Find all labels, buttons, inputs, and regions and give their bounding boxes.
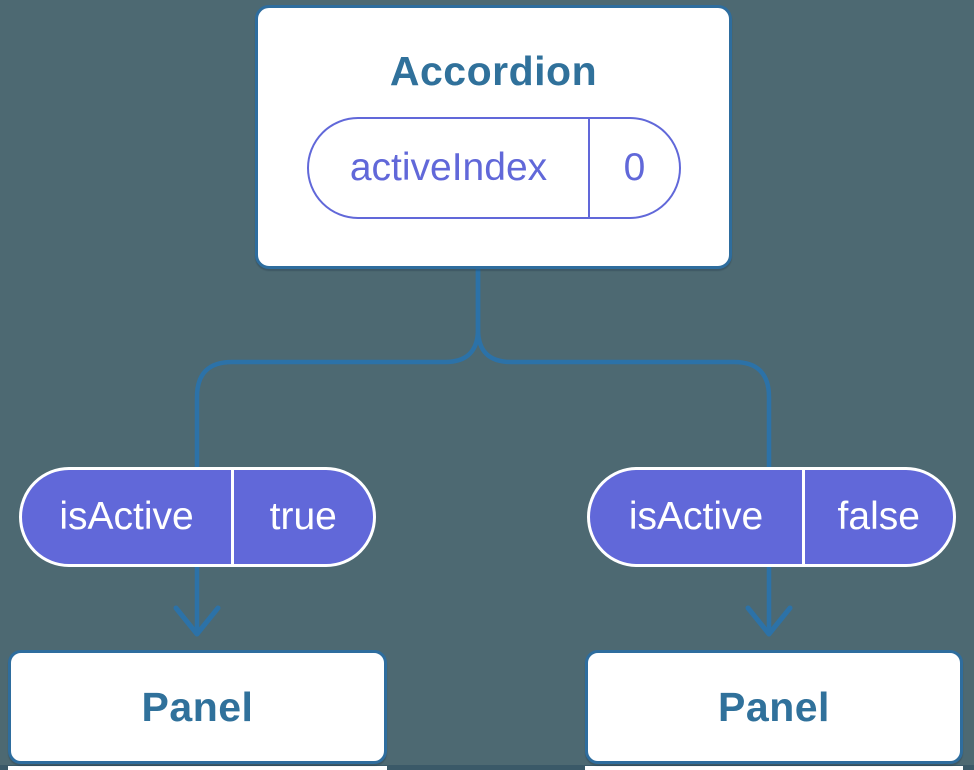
- prop-pill-value: false: [837, 495, 920, 538]
- accordion-title: Accordion: [389, 48, 598, 94]
- prop-pill-divider: [231, 470, 234, 564]
- accordion-node: Accordion activeIndex 0: [255, 5, 732, 269]
- panel-node-right: Panel: [585, 650, 963, 764]
- prop-pill-divider: [802, 470, 805, 564]
- connector-right-branch: [475, 265, 772, 635]
- next-row-card-sliver-left: [8, 766, 387, 770]
- state-pill-value: 0: [623, 146, 646, 189]
- arrowhead-left-icon: [173, 605, 221, 637]
- panel-node-left: Panel: [8, 650, 387, 764]
- prop-pill-left: isActive true: [19, 467, 376, 567]
- state-pill-name: activeIndex: [349, 146, 548, 189]
- arrowhead-right-icon: [745, 605, 793, 637]
- prop-pill-right: isActive false: [587, 467, 956, 567]
- state-pill-divider: [588, 119, 590, 217]
- connector-left-branch: [194, 265, 481, 635]
- next-row-card-sliver-right: [585, 766, 963, 770]
- panel-node-label: Panel: [141, 683, 254, 730]
- panel-node-label: Panel: [718, 683, 830, 730]
- prop-pill-value: true: [269, 495, 337, 538]
- bottom-edge-bar: [0, 765, 974, 770]
- state-pill: activeIndex 0: [307, 117, 681, 219]
- prop-pill-name: isActive: [59, 495, 194, 538]
- prop-pill-name: isActive: [628, 495, 764, 538]
